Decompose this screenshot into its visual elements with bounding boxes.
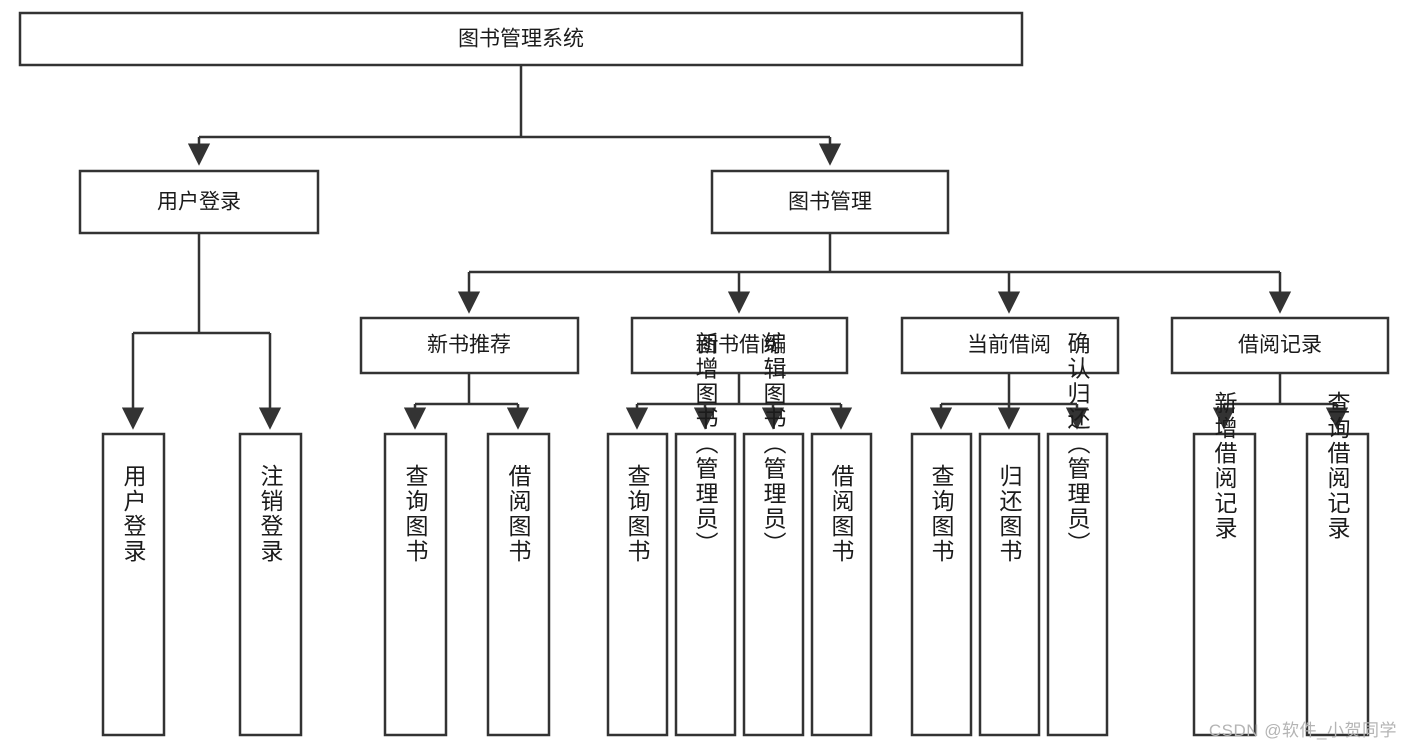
connector-group-book-manage-to-level3 — [457, 233, 1292, 314]
leaf-record-query-box[interactable] — [1305, 432, 1370, 737]
node-book-management[interactable]: 图书管理 — [710, 169, 950, 235]
leaf-current-confirm-return-box[interactable] — [1046, 432, 1109, 737]
node-user-login[interactable]: 用户登录 — [78, 169, 320, 235]
node-current-borrow-label: 当前借阅 — [967, 334, 1051, 357]
node-root-box[interactable] — [18, 11, 1024, 67]
leaf-record-add-label: 新增借阅记录 — [1211, 391, 1238, 541]
node-book-borrow[interactable]: 图书借阅 — [630, 316, 849, 375]
leaf-node[interactable]: 借阅图书 — [486, 432, 551, 737]
connector-group-borrow-record-to-leaves — [1212, 373, 1349, 430]
leaf-node[interactable]: 借阅图书 — [810, 432, 873, 737]
node-new-book-recommend[interactable]: 新书推荐 — [359, 316, 580, 375]
leaf-node[interactable]: 用户登录 — [101, 432, 166, 737]
node-current-borrow-box[interactable] — [900, 316, 1120, 375]
leaf-node[interactable]: 查询图书 — [910, 432, 973, 737]
leaf-newbook-borrow-label: 借阅图书 — [505, 464, 532, 564]
leaf-current-confirm-return-label: 确认归还（管理员） — [1064, 332, 1091, 557]
leaf-node[interactable]: 查询借阅记录 — [1305, 391, 1370, 737]
node-user-login-box[interactable] — [78, 169, 320, 235]
node-new-book-recommend-box[interactable] — [359, 316, 580, 375]
leaf-newbook-borrow-box[interactable] — [486, 432, 551, 737]
node-root-book-management-system[interactable]: 图书管理系统 — [18, 11, 1024, 67]
node-book-management-box[interactable] — [710, 169, 950, 235]
leaf-current-query-label: 查询图书 — [928, 464, 955, 564]
leaf-newbook-query-label: 查询图书 — [402, 464, 429, 564]
leaf-node[interactable]: 查询图书 — [606, 432, 669, 737]
node-user-login-label: 用户登录 — [157, 191, 241, 214]
leaf-user-login-box[interactable] — [101, 432, 166, 737]
node-borrow-record-label: 借阅记录 — [1238, 334, 1322, 357]
leaf-borrow-edit-book-label: 编辑图书（管理员） — [760, 332, 787, 557]
leaf-borrow-add-book-box[interactable] — [674, 432, 737, 737]
leaf-current-query-box[interactable] — [910, 432, 973, 737]
node-current-borrow[interactable]: 当前借阅 — [900, 316, 1120, 375]
leaf-borrow-query-box[interactable] — [606, 432, 669, 737]
node-new-book-recommend-label: 新书推荐 — [427, 334, 511, 357]
leaf-current-return-label: 归还图书 — [996, 464, 1023, 564]
leaf-record-query-label: 查询借阅记录 — [1324, 391, 1351, 541]
leaf-borrow-add-book-label: 新增图书（管理员） — [692, 332, 719, 557]
leaf-node[interactable]: 确认归还（管理员） — [1046, 332, 1109, 737]
leaf-borrow-book-label: 借阅图书 — [828, 464, 855, 564]
node-borrow-record[interactable]: 借阅记录 — [1170, 316, 1390, 375]
leaf-borrow-edit-book-box[interactable] — [742, 432, 805, 737]
leaf-node[interactable]: 查询图书 — [383, 432, 448, 737]
leaf-borrow-query-label: 查询图书 — [624, 464, 651, 564]
node-book-borrow-label: 图书借阅 — [697, 334, 781, 357]
leaf-node[interactable]: 新增借阅记录 — [1192, 391, 1257, 737]
leaf-node[interactable]: 注销登录 — [238, 432, 303, 737]
connector-group-user-login-to-leaves — [121, 233, 282, 430]
leaf-node[interactable]: 编辑图书（管理员） — [742, 332, 805, 737]
leaf-logout-box[interactable] — [238, 432, 303, 737]
connector-group-current-borrow-to-leaves — [929, 373, 1089, 430]
leaf-current-return-box[interactable] — [978, 432, 1041, 737]
leaf-user-login-label: 用户登录 — [120, 464, 147, 564]
node-book-borrow-box[interactable] — [630, 316, 849, 375]
leaf-node[interactable]: 归还图书 — [978, 432, 1041, 737]
node-root-label: 图书管理系统 — [458, 28, 584, 51]
connector-group-new-book-recommend-to-leaves — [403, 373, 530, 430]
leaf-record-add-box[interactable] — [1192, 432, 1257, 737]
leaf-newbook-query-box[interactable] — [383, 432, 448, 737]
connector-group-book-borrow-to-leaves — [625, 373, 853, 430]
leaf-borrow-book-box[interactable] — [810, 432, 873, 737]
leaf-node[interactable]: 新增图书（管理员） — [674, 332, 737, 737]
leaf-logout-label: 注销登录 — [257, 464, 284, 564]
node-borrow-record-box[interactable] — [1170, 316, 1390, 375]
node-book-management-label: 图书管理 — [788, 191, 872, 214]
connector-group-root-to-level2 — [187, 65, 842, 166]
